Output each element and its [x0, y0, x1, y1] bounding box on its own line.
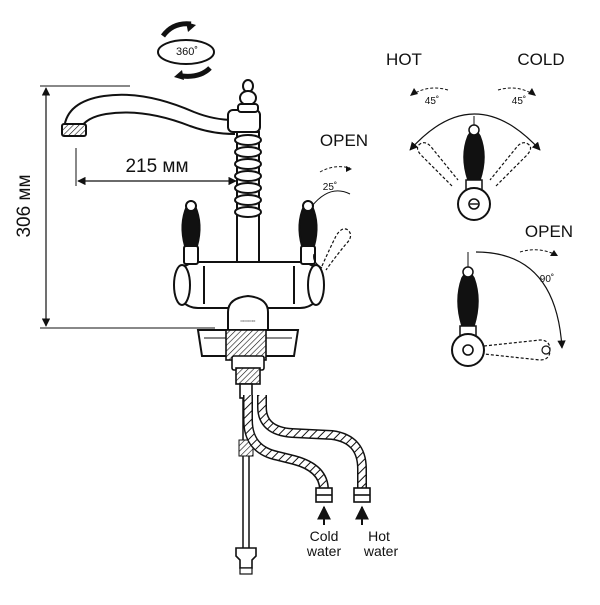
hot-water-label-2: water — [363, 543, 399, 559]
spout — [62, 93, 235, 136]
angle-lever-label: 90˚ — [540, 273, 554, 285]
angle-cold-label: 45˚ — [512, 95, 526, 107]
width-dimension: 215 мм — [75, 148, 237, 186]
hot-water-label-1: Hot — [368, 528, 390, 544]
height-dimension-label: 306 мм — [14, 174, 35, 237]
cold-water-label-1: Cold — [310, 528, 339, 544]
hot-cold-diagram: HOT COLD 45˚ 45˚ — [386, 50, 565, 221]
left-handle — [181, 200, 201, 265]
angle-open-label: 25˚ — [323, 181, 337, 193]
angle-hot-label: 45˚ — [425, 95, 439, 107]
open-top-label: OPEN — [320, 131, 368, 150]
open-25-indicator: OPEN 25˚ — [311, 131, 368, 207]
open-right-label: OPEN — [525, 222, 573, 241]
base — [227, 294, 269, 331]
handle-open-swing — [313, 228, 352, 271]
svg-text:▭▭▭▭: ▭▭▭▭ — [240, 318, 255, 323]
braided-hoses — [243, 395, 367, 496]
cold-water-label-2: water — [306, 543, 342, 559]
faucet-body: ▭▭▭▭ — [61, 79, 325, 331]
height-dimension: 306 мм — [14, 85, 215, 329]
aerator — [61, 123, 87, 137]
hose-fittings — [315, 487, 371, 503]
open-90-diagram: OPEN 90˚ — [451, 222, 573, 367]
rotation-label: 360˚ — [176, 46, 198, 58]
rotation-360-icon: 360˚ — [157, 21, 215, 80]
cold-label: COLD — [517, 50, 564, 69]
water-arrows — [317, 505, 369, 525]
right-handle — [298, 200, 318, 265]
mounting-assembly — [225, 329, 267, 399]
width-dimension-label: 215 мм — [125, 156, 188, 177]
hot-label: HOT — [386, 50, 422, 69]
